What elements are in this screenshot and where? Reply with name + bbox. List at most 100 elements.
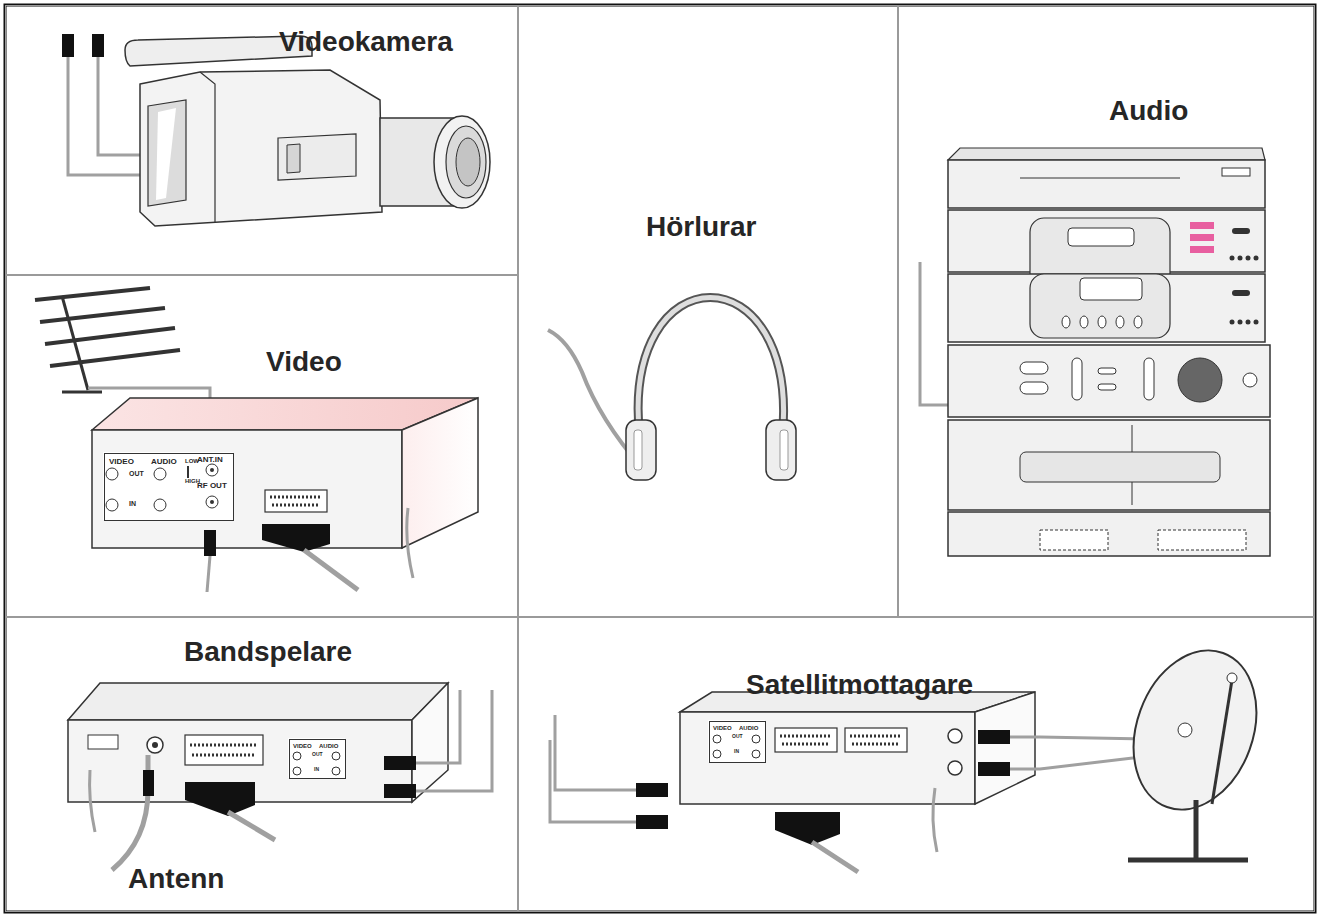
tape-recorder-part-part — [332, 767, 340, 775]
camcorder-part — [434, 116, 490, 208]
video-recorder-part — [206, 464, 218, 476]
headphones-part — [634, 430, 642, 470]
camcorder-part — [148, 100, 186, 206]
video-recorder-part — [265, 490, 327, 512]
satellite-receiver-part — [978, 762, 1010, 776]
video-recorder-part — [206, 496, 218, 508]
headphones — [548, 298, 796, 481]
socket-label: OUT — [732, 734, 743, 739]
socket-label: ANT.IN — [197, 456, 223, 464]
tape-recorder-part-part — [293, 767, 301, 775]
stereo-system-part-part — [1230, 256, 1235, 261]
camcorder-part — [278, 134, 356, 180]
satellite-receiver-part — [1178, 723, 1192, 737]
stereo-system-part — [948, 274, 1265, 342]
video-recorder-part — [210, 468, 214, 472]
tape-recorder-part — [152, 742, 158, 748]
stereo-system-part — [1230, 320, 1259, 325]
tape-recorder-part — [68, 683, 448, 720]
satellite-receiver-part — [852, 743, 900, 746]
satellite-receiver-part — [775, 812, 840, 845]
stereo-system-part-part — [1254, 320, 1259, 325]
tape-recorder-part — [143, 770, 154, 796]
socket-label: IN — [314, 767, 319, 772]
camcorder-part — [62, 34, 74, 57]
cable-label: Antenn — [128, 865, 224, 893]
satellite-receiver-part — [948, 729, 962, 743]
stereo-system-part — [1068, 228, 1134, 246]
stereo-system-part — [1098, 384, 1116, 390]
camcorder-part — [98, 55, 142, 155]
tape-recorder-part-part — [293, 752, 301, 760]
video-recorder-part — [204, 530, 216, 556]
device-heading: Hörlurar — [646, 213, 756, 241]
socket-label: VIDEO — [713, 725, 732, 731]
video-recorder-part — [207, 556, 210, 592]
satellite-receiver-part — [780, 735, 832, 738]
outer-frame — [5, 5, 1315, 912]
stereo-system-part — [1222, 168, 1250, 176]
stereo-system-part — [1243, 373, 1257, 387]
stereo-system-part — [1072, 358, 1082, 400]
socket-label: AUDIO — [739, 725, 758, 731]
socket-label: LOW — [185, 458, 199, 464]
tape-recorder-part-part — [332, 752, 340, 760]
tape-recorder-part — [416, 690, 460, 763]
socket-label: RF OUT — [197, 482, 227, 490]
satellite-receiver-part — [812, 842, 858, 872]
video-recorder-part — [40, 308, 165, 322]
tape-recorder-part — [384, 756, 416, 770]
stereo-system-part-part — [1080, 316, 1088, 328]
satellite-receiver-part — [1128, 858, 1248, 863]
satellite-receiver-part — [948, 761, 962, 775]
satellite-receiver-part — [708, 720, 765, 762]
socket-label: IN — [734, 749, 739, 754]
tape-recorder-part — [412, 683, 448, 802]
camcorder — [62, 34, 490, 226]
video-recorder-part — [407, 508, 413, 578]
stereo-system-part-part — [1238, 320, 1243, 325]
video-recorder-part — [92, 430, 402, 548]
video-recorder-part — [304, 550, 358, 590]
satellite-receiver-part — [636, 815, 668, 829]
socket-label: AUDIO — [151, 458, 177, 466]
satellite-receiver-part — [1212, 680, 1232, 804]
headphones-part — [766, 420, 796, 480]
socket-label: OUT — [129, 470, 144, 477]
video-recorder-part — [272, 504, 320, 507]
tape-recorder-part — [147, 737, 163, 753]
device-panel: Audio — [898, 5, 1315, 617]
stereo-system-part — [948, 160, 1265, 208]
video-recorder — [35, 288, 478, 592]
connector-panel: VIDEOAUDIOOUTIN — [289, 739, 346, 779]
stereo-system-part — [1230, 256, 1259, 261]
video-recorder-part — [402, 398, 478, 548]
tape-recorder-part — [228, 812, 275, 840]
device-heading: Bandspelare — [184, 638, 352, 666]
device-heading: Video — [266, 348, 342, 376]
stereo-system-part — [1178, 358, 1222, 402]
satellite-receiver-part-part — [713, 750, 721, 758]
satellite-receiver-part — [713, 735, 760, 758]
tape-recorder-part — [88, 735, 118, 749]
video-recorder-part — [35, 288, 150, 300]
stereo-system-part — [1062, 316, 1142, 328]
stereo-system-part — [1030, 274, 1170, 338]
tape-recorder-part — [416, 690, 492, 791]
stereo-system-part-part — [1116, 316, 1124, 328]
device-heading: Satellitmottagare — [746, 671, 973, 699]
stereo-system-part-part — [1230, 320, 1235, 325]
camcorder-part — [446, 126, 486, 198]
connector-panel: VIDEOAUDIOOUTINLOWHIGHANT.INRF OUT — [104, 453, 234, 521]
device-panel: Hörlurar — [518, 5, 898, 617]
satellite-receiver-part-part — [713, 735, 721, 743]
video-recorder-part — [187, 466, 189, 478]
satellite-receiver-part — [1112, 633, 1277, 827]
stereo-system-part — [1020, 178, 1180, 179]
camcorder-part — [92, 34, 104, 57]
headphones-part — [780, 430, 788, 470]
stereo-system-part-part — [1062, 316, 1070, 328]
satellite-receiver-part — [978, 730, 1010, 744]
satellite-receiver-part — [636, 783, 668, 797]
camcorder-part — [140, 70, 382, 226]
